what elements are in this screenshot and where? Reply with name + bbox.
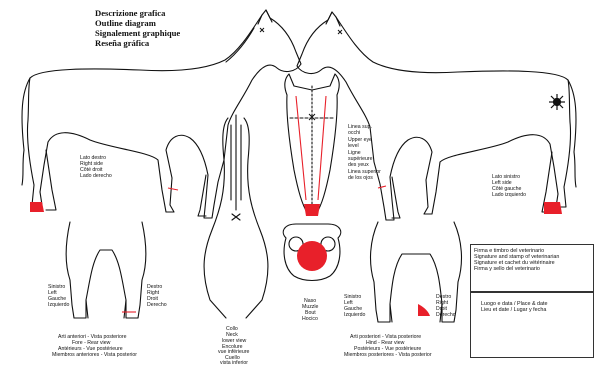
neck-cross [232,214,240,220]
left-horse-inner-leg-hind [46,150,56,210]
hind-legs-outline [371,222,462,322]
front-right-label-es: Derecho [147,302,167,308]
front-legs-outline [66,222,146,318]
eye-level-label-3: level [348,143,359,149]
neck-center-lines [231,115,241,210]
marking-muzzle-patch [297,241,327,271]
hind-right-label-es: Derecho [436,312,456,318]
left-side-label-es: Lado izquierdo [492,192,526,198]
marking-blaze-right [318,96,326,200]
neck-label-6: vista inferior [220,360,248,366]
signature-box[interactable]: Firma e timbro del veterinario Signature… [470,244,594,292]
place-date-line-1: Lieu et date / Lugar y fecha [481,307,546,313]
right-side-label-es: Lado derecho [80,173,112,179]
eye-level-label-6: des yeux [348,162,369,168]
hind-left-label-es: Izquierdo [344,312,365,318]
marking-hind-left-coronet [418,304,430,316]
left-horse-outline [27,10,301,218]
whorl-icon [549,94,565,110]
front-legs-inner [86,300,126,318]
diagram-title-es: Reseña gráfica [95,39,149,49]
marking-left-hind-sock [30,202,44,212]
eye-level-label-1: occhi [348,130,360,136]
hind-legs-inner [390,304,442,322]
right-horse-cross [338,30,342,34]
signature-line-3: Firma y sello del veterinario [474,266,540,272]
muzzle-label-3: Hocico [302,316,318,322]
left-horse-cross [260,28,264,32]
marking-muzzle-snip [304,204,320,216]
marking-right-front-coronet [378,186,386,188]
place-date-box[interactable]: Luogo e data / Place & date Lieu et date… [470,292,594,358]
right-horse-outline [297,12,571,220]
marking-right-hind-sock [544,202,562,214]
front-caption-3: Miembros anteriores - Vista posterior [52,352,137,358]
front-left-label-es: Izquierdo [48,302,69,308]
eye-level-label-8: de los ojos [348,175,373,181]
hind-caption-3: Miembros posteriores - Vista posterior [344,352,432,358]
